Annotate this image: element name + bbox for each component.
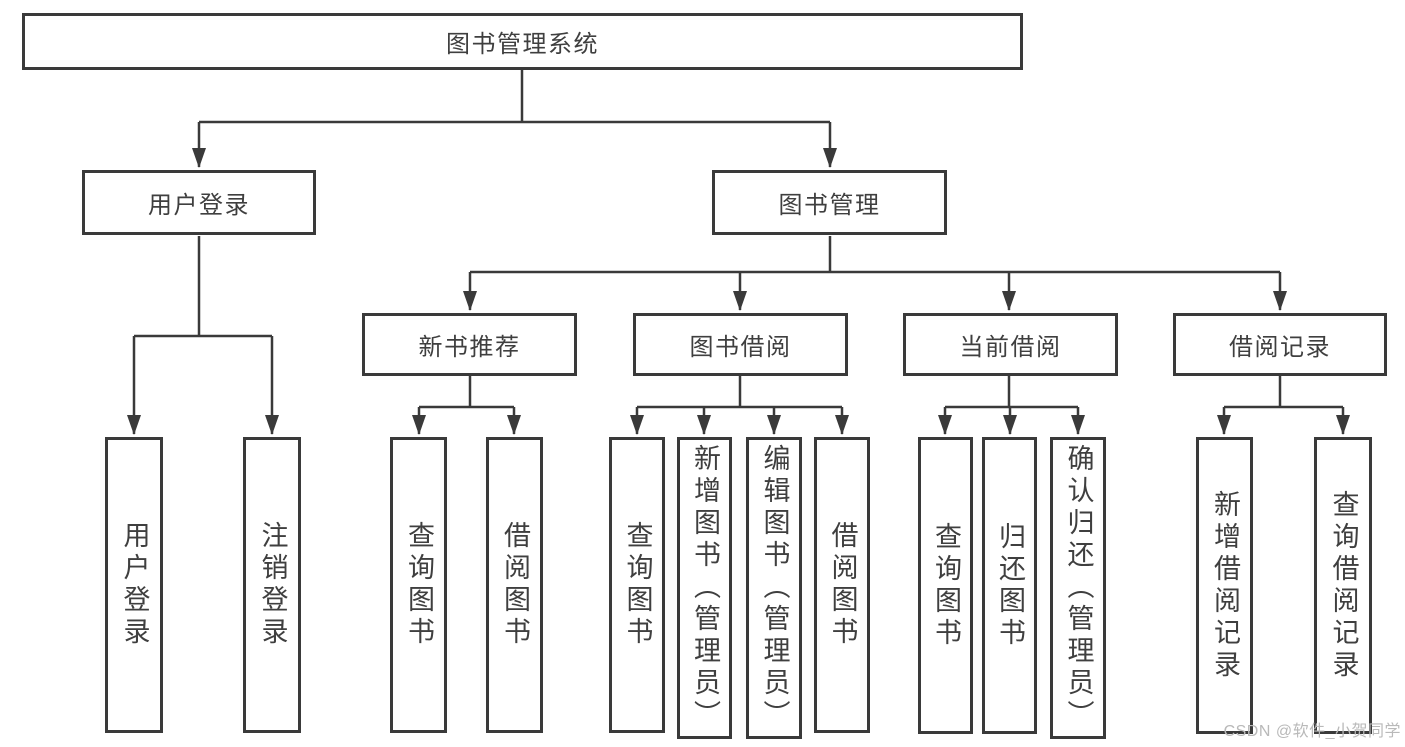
connector-new-book-rec-children	[412, 376, 521, 435]
leaf-borrow-books-1: 借阅图书	[486, 437, 543, 733]
leaf-borrow-books-2: 借阅图书	[814, 437, 870, 733]
node-user-login-label: 用户登录	[148, 192, 250, 219]
node-new-book-recommend: 新书推荐	[362, 313, 577, 376]
node-borrowing-records: 借阅记录	[1173, 313, 1387, 376]
node-user-login: 用户登录	[82, 170, 316, 235]
leaf-query-books-1-label: 查询图书	[404, 521, 434, 649]
node-new-book-recommend-label: 新书推荐	[418, 334, 521, 361]
leaf-query-borrow-record: 查询借阅记录	[1314, 437, 1372, 734]
leaf-return-books: 归还图书	[982, 437, 1037, 734]
leaf-confirm-return-admin: 确认归还（管理员）	[1050, 437, 1106, 739]
leaf-return-books-label: 归还图书	[995, 521, 1025, 650]
node-root-system: 图书管理系统	[22, 13, 1023, 70]
leaf-add-borrow-record: 新增借阅记录	[1196, 437, 1253, 734]
node-book-management-label: 图书管理	[778, 192, 881, 219]
leaf-confirm-return-admin-label: 确认归还（管理员）	[1063, 444, 1094, 732]
connector-borrow-records-children	[1217, 376, 1350, 435]
connector-book-borrow-children	[630, 376, 849, 435]
leaf-user-login-label: 用户登录	[119, 521, 150, 649]
csdn-watermark: CSDN @软件_小贺同学	[1223, 723, 1401, 740]
connector-user-login-children	[127, 236, 279, 435]
leaf-borrow-books-1-label: 借阅图书	[500, 521, 530, 649]
leaf-edit-books-admin-label: 编辑图书（管理员）	[759, 444, 790, 732]
leaf-logout: 注销登录	[243, 437, 301, 733]
connector-root-to-level2	[192, 70, 837, 168]
connector-book-mgmt-children	[463, 236, 1287, 311]
leaf-query-borrow-record-label: 查询借阅记录	[1328, 489, 1359, 682]
leaf-edit-books-admin: 编辑图书（管理员）	[746, 437, 802, 739]
connector-current-borrow-children	[938, 376, 1085, 435]
node-current-borrowing: 当前借阅	[903, 313, 1118, 376]
leaf-query-books-2: 查询图书	[609, 437, 665, 733]
node-book-borrowing-label: 图书借阅	[689, 334, 792, 361]
leaf-logout-label: 注销登录	[257, 521, 288, 649]
leaf-user-login: 用户登录	[105, 437, 163, 733]
node-borrowing-records-label: 借阅记录	[1229, 334, 1331, 361]
leaf-add-books-admin: 新增图书（管理员）	[677, 437, 732, 739]
leaf-add-borrow-record-label: 新增借阅记录	[1210, 489, 1240, 682]
leaf-query-books-1: 查询图书	[390, 437, 447, 733]
node-current-borrowing-label: 当前借阅	[959, 334, 1062, 361]
leaf-borrow-books-2-label: 借阅图书	[827, 521, 858, 649]
node-book-management: 图书管理	[712, 170, 947, 235]
node-book-borrowing: 图书借阅	[633, 313, 848, 376]
node-root-system-label: 图书管理系统	[446, 31, 599, 58]
leaf-query-books-3: 查询图书	[918, 437, 973, 734]
leaf-query-books-2-label: 查询图书	[622, 521, 653, 649]
leaf-query-books-3-label: 查询图书	[931, 521, 961, 650]
leaf-add-books-admin-label: 新增图书（管理员）	[690, 444, 720, 732]
